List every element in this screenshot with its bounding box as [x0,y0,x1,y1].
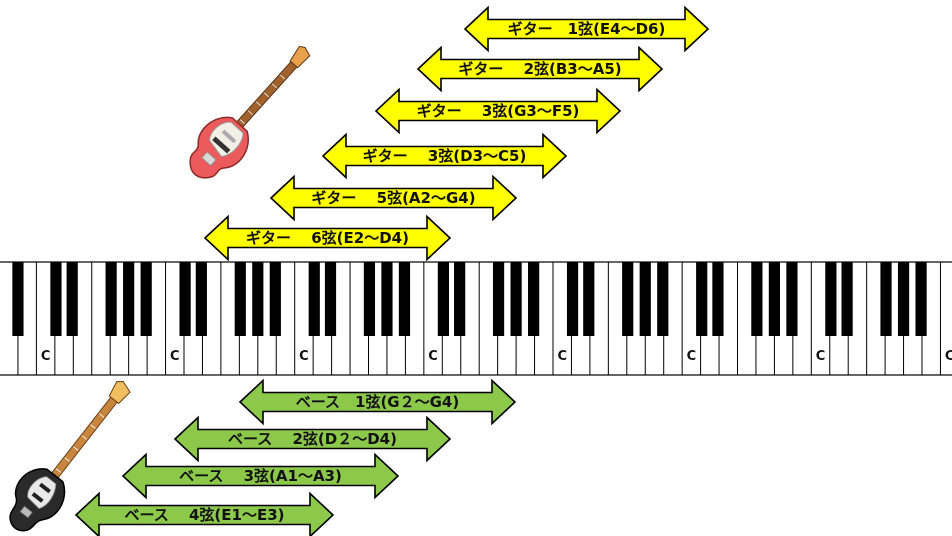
guitar-range-arrow: ギター 1弦(E4～D6) [463,5,710,53]
black-key [437,262,450,336]
black-key [195,262,207,336]
black-key [825,262,837,336]
black-key [123,262,135,336]
black-key [528,262,540,336]
black-key [639,262,651,336]
black-key [712,262,724,336]
bass-range-label: ベース 1弦(G２～G4) [296,393,459,411]
black-key [841,262,853,336]
black-key [622,262,634,336]
guitar-range-label: ギター 3弦(D3～C5) [363,147,527,165]
guitar-range-arrow: ギター 2弦(B3～A5) [416,45,664,93]
bass-range-arrow: ベース 2弦(D２～D4) [173,415,452,463]
bass-range-arrow: ベース 3弦(A1～A3) [121,452,400,500]
black-key [105,262,117,336]
black-key [657,262,669,336]
black-key [510,262,522,336]
black-key [566,262,579,336]
bass-range-label: ベース 4弦(E1～E3) [125,506,285,524]
c-key-label: C [945,349,952,364]
black-key [897,262,910,336]
black-key [768,262,780,336]
guitar-range-arrows: ギター 1弦(E4～D6) ギター 2弦(B3～A5) ギター 3弦(G3～F5) ギ… [203,5,710,262]
guitar-arrow-shape [416,45,664,93]
black-key [179,262,191,336]
guitar-range-label: ギター 2弦(B3～A5) [458,60,621,78]
bass-range-arrow: ベース 4弦(E1～E3) [74,491,335,536]
guitar-range-arrow: ギター 5弦(A2～G4) [269,174,518,222]
black-key [252,262,264,336]
black-key [363,262,376,336]
c-key-label: C [428,349,438,364]
guitar-range-label: ギター 3弦(G3～F5) [417,102,580,120]
c-key-label: C [816,349,826,364]
guitar-range-label: ギター 5弦(A2～G4) [311,189,475,207]
black-key [583,262,595,336]
guitar-range-label: ギター 1弦(E4～D6) [508,20,666,38]
guitar-range-arrow: ギター 3弦(D3～C5) [321,132,568,180]
c-key-label: C [687,349,697,364]
black-key [696,262,708,336]
bass-range-arrows: ベース 1弦(G２～G4) ベース 2弦(D２～D4) ベース 3弦(A1～A3) ベ… [74,378,517,536]
bass-arrow-shape [74,491,335,536]
bass-range-label: ベース 2弦(D２～D4) [228,430,397,448]
black-key [786,262,798,336]
bass-range-arrow: ベース 1弦(G２～G4) [238,378,517,426]
guitar-range-label: ギター 6弦(E2～D4) [246,229,409,247]
bass-arrow-shape [121,452,400,500]
black-key [308,262,320,336]
bass-guitar-icon [9,381,131,532]
c-key-label: C [41,349,51,364]
guitar-arrow-shape [269,174,518,222]
black-key [492,262,505,336]
black-key [269,262,281,336]
guitar-arrow-shape [374,87,622,135]
c-key-label: C [557,349,567,364]
c-key-label: C [299,349,309,364]
guitar-range-arrow: ギター 3弦(G3～F5) [374,87,622,135]
bass-arrow-shape [238,378,517,426]
guitar-arrow-shape [321,132,568,180]
guitar-range-arrow: ギター 6弦(E2～D4) [203,214,452,262]
black-key [66,262,78,336]
guitar-arrow-shape [463,5,710,53]
black-key [50,262,62,336]
electric-guitar-icon [189,45,311,179]
black-key [234,262,246,336]
c-key-label: C [170,349,180,364]
black-key [381,262,393,336]
black-key [880,262,892,336]
black-key [12,262,24,336]
black-key [751,262,763,336]
black-keys [12,262,927,336]
bass-range-label: ベース 3弦(A1～A3) [179,467,342,485]
black-key [140,262,152,336]
black-key [454,262,466,336]
black-key [324,262,337,336]
black-key [398,262,411,336]
bass-arrow-shape [173,415,452,463]
black-key [915,262,927,336]
guitar-arrow-shape [203,214,452,262]
